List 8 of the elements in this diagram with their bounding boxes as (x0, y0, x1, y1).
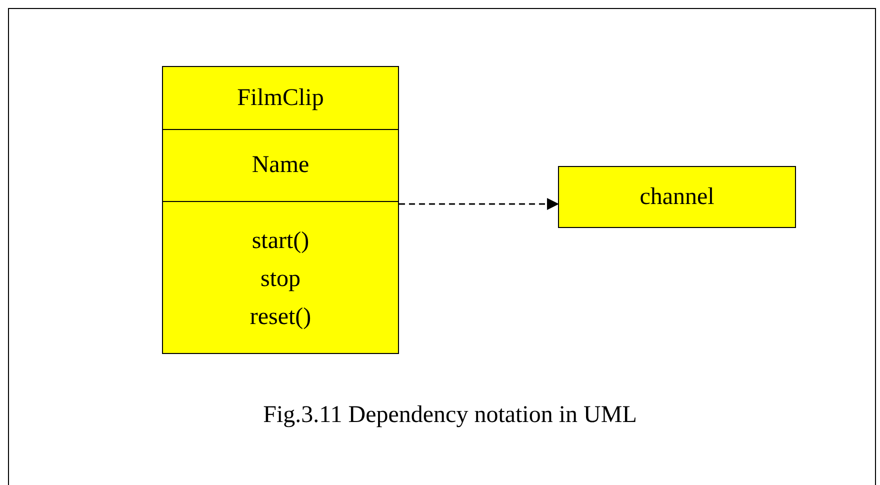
dependency-arrow (399, 198, 559, 210)
class-box (558, 166, 796, 228)
figure-caption: Fig.3.11 Dependency notation in UML (262, 402, 638, 429)
attribute-text: Name (252, 152, 310, 179)
class-name: FilmClip (237, 84, 324, 112)
class-box (162, 66, 399, 354)
method-list: start() stop reset() (236, 222, 326, 336)
class-name: channel (640, 184, 714, 210)
